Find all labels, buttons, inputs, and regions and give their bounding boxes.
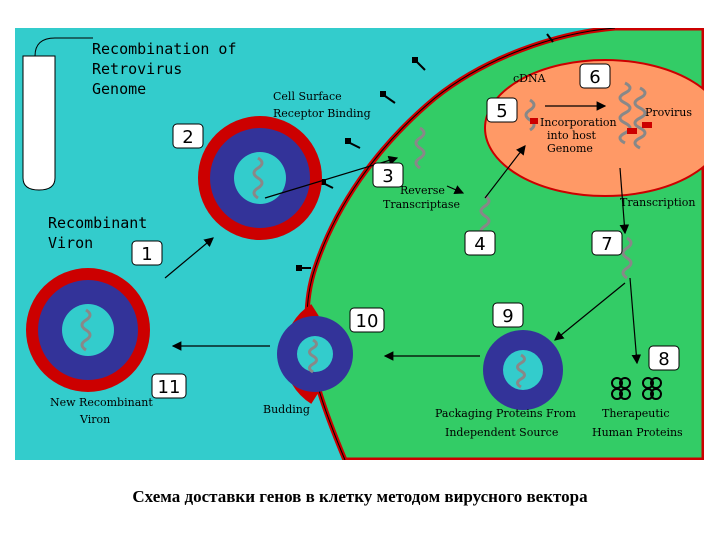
label-recombination-1: Recombination of xyxy=(92,40,237,58)
label-cell-surface-1: Cell Surface xyxy=(273,90,342,103)
step-10: 10 xyxy=(356,311,379,332)
label-therapeutic-2: Human Proteins xyxy=(592,426,683,439)
label-new-recombinant-2: Viron xyxy=(79,413,110,426)
label-cdna: cDNA xyxy=(513,72,547,85)
label-therapeutic-1: Therapeutic xyxy=(602,407,669,420)
label-cell-surface-2: Receptor Binding xyxy=(273,107,371,120)
label-reverse-2: Transcriptase xyxy=(383,198,460,211)
nucleus xyxy=(484,59,704,197)
virus-particle-9 xyxy=(483,330,563,410)
step-8: 8 xyxy=(658,349,669,370)
caption: Схема доставки генов в клетку методом ви… xyxy=(132,487,588,506)
step-numbers: 1 2 3 4 5 6 7 8 9 10 11 xyxy=(141,67,669,398)
virus-particle-1 xyxy=(26,268,150,392)
step-2: 2 xyxy=(182,127,193,148)
flow-arrows xyxy=(164,101,642,365)
step-6: 6 xyxy=(589,67,600,88)
step-7: 7 xyxy=(601,234,612,255)
rna-strands xyxy=(414,81,647,280)
label-incorporation-2: into host xyxy=(547,129,596,142)
retrovirus-gene-delivery-diagram: 1 2 3 4 5 6 7 8 9 10 11 Recombination of… xyxy=(15,28,704,460)
label-recombination-3: Genome xyxy=(92,80,146,98)
label-recombination-2: Retrovirus xyxy=(92,60,182,78)
step-9: 9 xyxy=(502,306,513,327)
label-transcription: Transcription xyxy=(620,196,696,209)
step-4: 4 xyxy=(474,234,485,255)
test-tube-icon xyxy=(22,37,93,191)
label-packaging-1: Packaging Proteins From xyxy=(435,407,577,420)
label-reverse-1: Reverse xyxy=(400,184,445,197)
label-new-recombinant-1: New Recombinant xyxy=(50,396,153,409)
label-provirus: Provirus xyxy=(645,106,692,119)
step-5: 5 xyxy=(496,101,507,122)
step-11: 11 xyxy=(158,377,181,398)
step-3: 3 xyxy=(382,166,393,187)
provirus-insert xyxy=(530,118,652,134)
label-incorporation-1: Incorporation xyxy=(540,116,617,129)
budding-virus-10 xyxy=(277,304,353,404)
label-recombinant-2: Viron xyxy=(48,234,93,252)
virus-particle-2 xyxy=(198,116,322,240)
label-incorporation-3: Genome xyxy=(547,142,593,155)
therapeutic-protein-icon xyxy=(611,377,662,400)
label-budding: Budding xyxy=(263,403,310,416)
label-packaging-2: Independent Source xyxy=(445,426,558,439)
label-recombinant-1: Recombinant xyxy=(48,214,147,232)
step-boxes xyxy=(131,63,680,399)
step-1: 1 xyxy=(141,244,152,265)
